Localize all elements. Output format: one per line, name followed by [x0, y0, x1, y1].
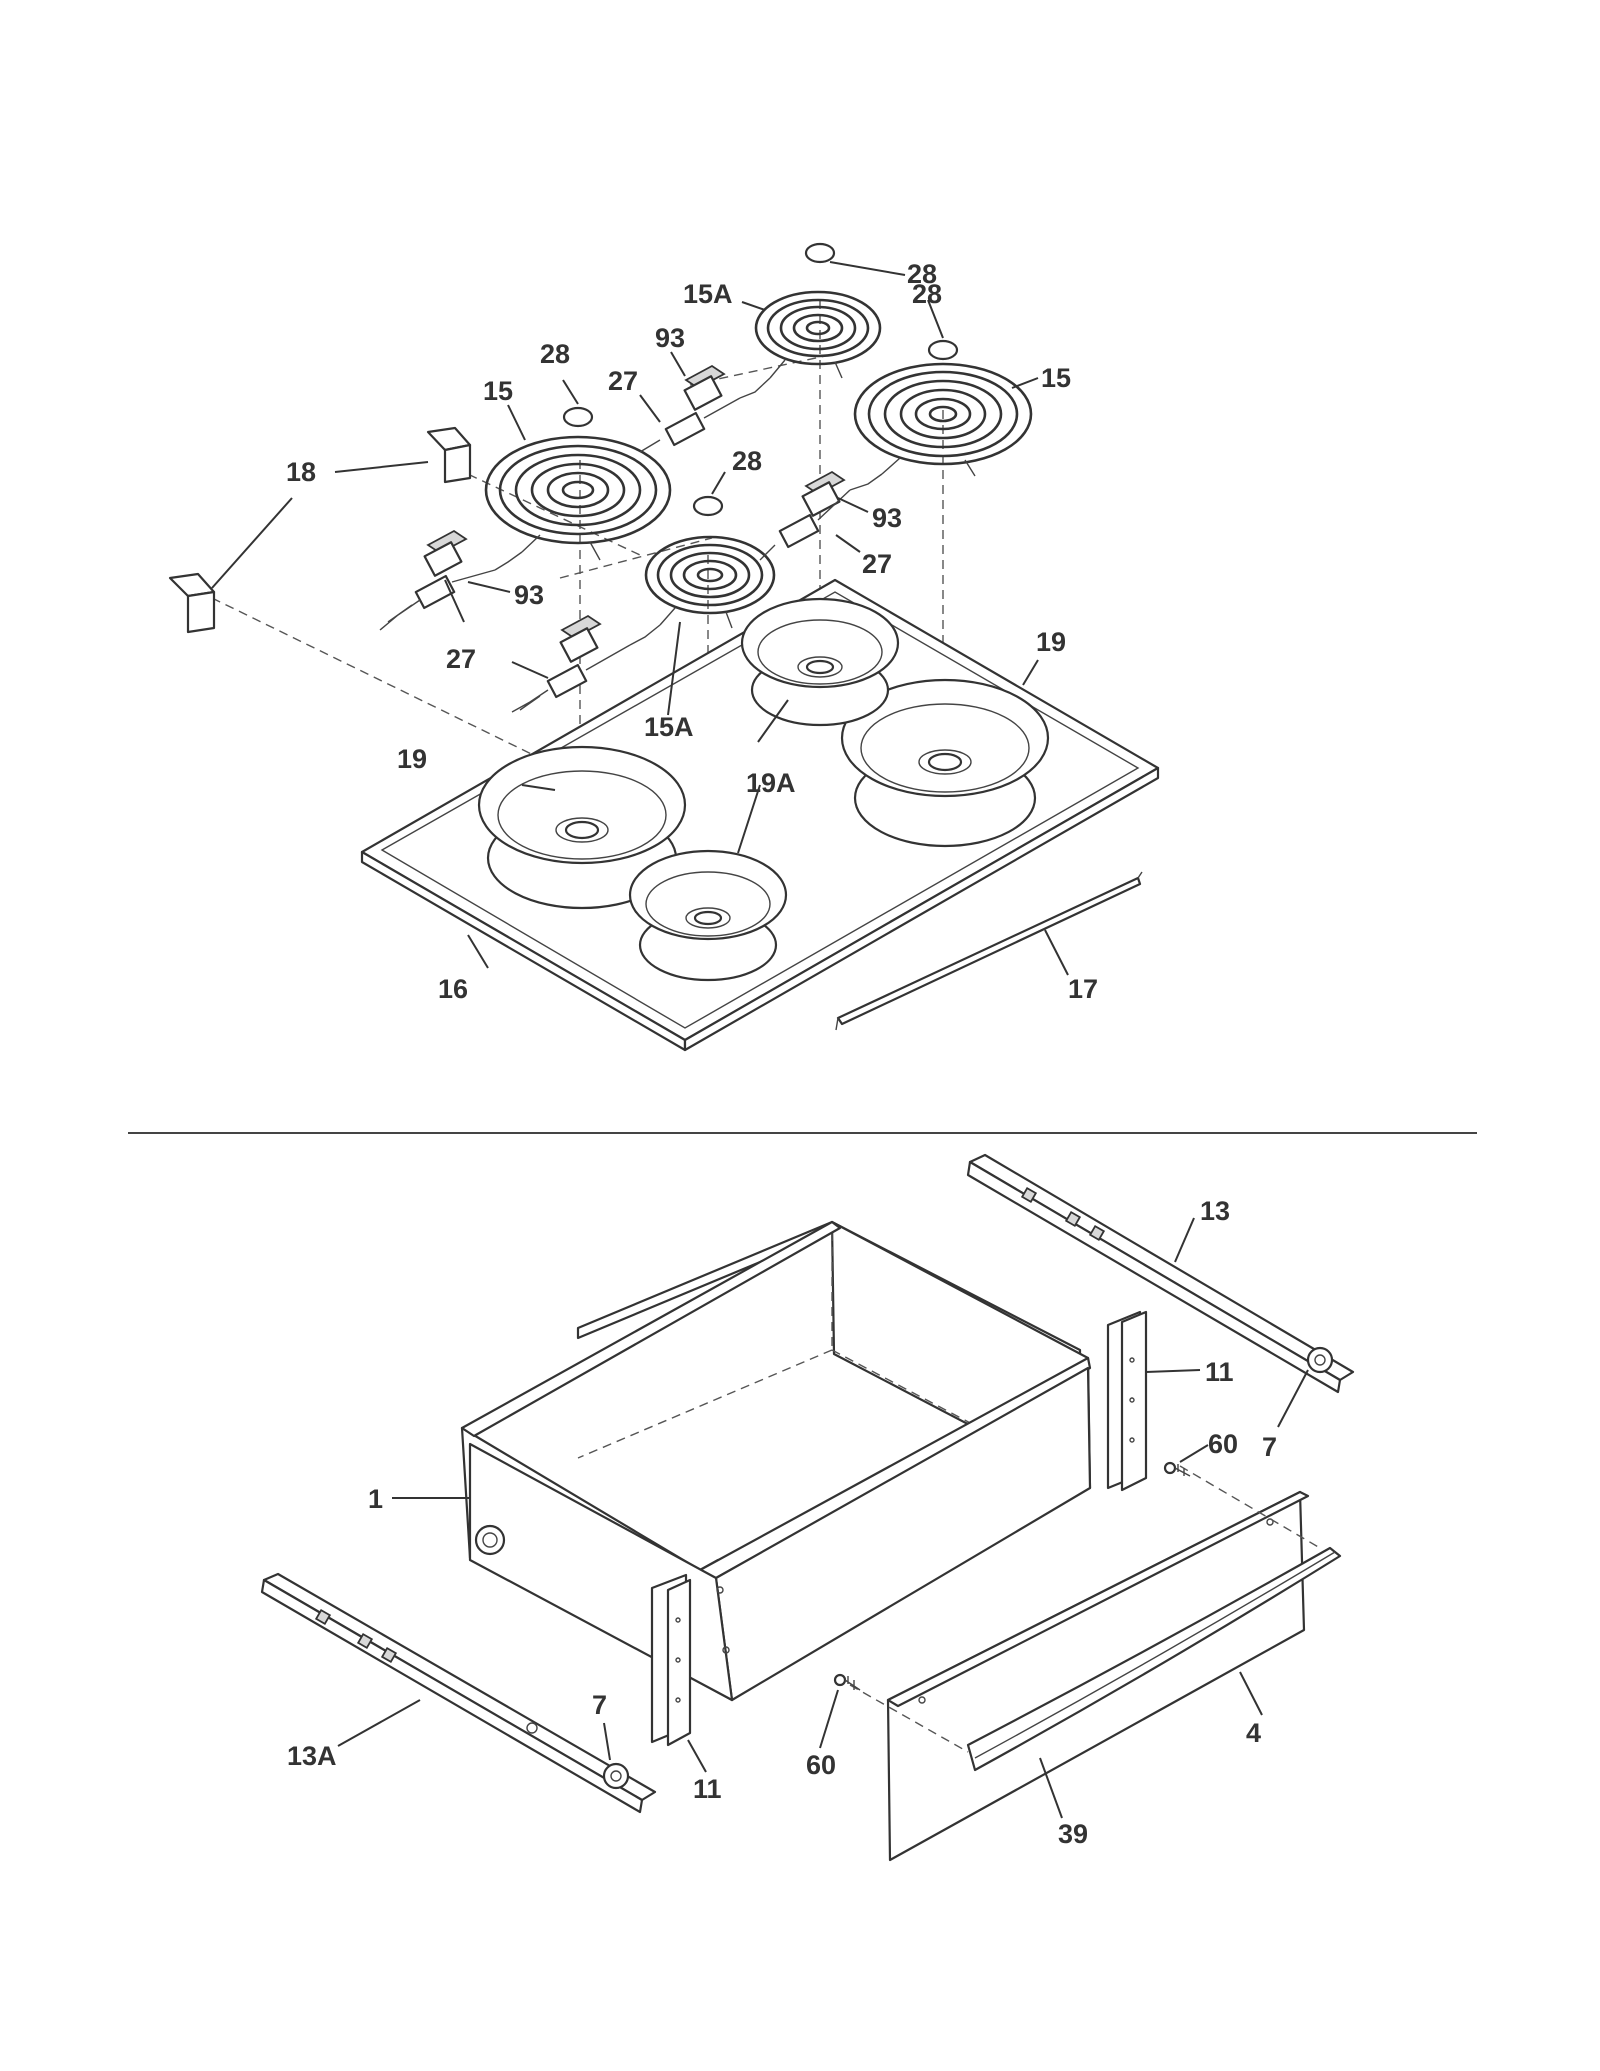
- callout-15-right: 15: [1041, 363, 1071, 393]
- trim-ring-top: [804, 242, 836, 264]
- callout-7-left: 7: [592, 1690, 607, 1720]
- callout-19A-right: 19A: [746, 768, 796, 798]
- callout-18: 18: [286, 457, 316, 487]
- callout-27-right: 27: [862, 549, 892, 579]
- surface-element-rear-small: [754, 290, 882, 379]
- screw-left: [833, 1673, 861, 1691]
- callout-4: 4: [1246, 1718, 1261, 1748]
- screw-right: [1163, 1461, 1191, 1477]
- callout-39: 39: [1058, 1819, 1088, 1849]
- drip-bowl-right-rear: [740, 597, 900, 727]
- trim-ring-left: [562, 406, 594, 428]
- callout-19-right: 19: [1036, 627, 1066, 657]
- callout-15A-top: 15A: [683, 279, 733, 309]
- rail-bracket-right: [1106, 1310, 1148, 1492]
- surface-element-left-large: [484, 435, 672, 561]
- callout-13A: 13A: [287, 1741, 337, 1771]
- callout-93-top: 93: [655, 323, 685, 353]
- callout-93-left: 93: [514, 580, 544, 610]
- receptacle-top: [683, 364, 726, 411]
- callout-13: 13: [1200, 1196, 1230, 1226]
- wire-harness-top: [639, 397, 741, 453]
- rail-bracket-left: [650, 1573, 692, 1747]
- callout-17: 17: [1068, 974, 1098, 1004]
- cooktop-callouts: 15A 28 28 93 28 27 15 15 18 28 93 27 93 …: [286, 259, 1098, 1004]
- drawer-box: [460, 1220, 1092, 1702]
- drawer-callouts: 13 11 60 7 1 7 13A 11 60 4 39: [287, 1196, 1277, 1849]
- cooktop-section: [168, 242, 1160, 1052]
- wire-harness-right: [759, 489, 851, 561]
- receptacle-front: [559, 614, 602, 663]
- drawer-rail-left: [260, 1572, 657, 1814]
- bracket-lower: [168, 572, 216, 634]
- drip-bowl-left-rear: [477, 745, 687, 910]
- callout-28-top: 28: [907, 259, 937, 289]
- trim-ring-right: [927, 339, 959, 361]
- callout-28-left: 28: [540, 339, 570, 369]
- surface-element-front-small: [644, 535, 776, 629]
- callout-27-top: 27: [608, 366, 638, 396]
- bracket-upper: [426, 426, 472, 484]
- wire-harness-front: [511, 644, 631, 713]
- side-trim: [836, 876, 1142, 1026]
- callout-19-left: 19: [397, 744, 427, 774]
- callout-60-right: 60: [1208, 1429, 1238, 1459]
- drip-bowl-left-front: [628, 849, 788, 982]
- callout-11-right: 11: [1205, 1357, 1234, 1387]
- wire-harness-left: [379, 569, 496, 631]
- callout-15A-bottom: 15A: [644, 712, 694, 742]
- callout-1: 1: [368, 1484, 383, 1514]
- drawer-handle: [966, 1546, 1342, 1772]
- callout-7-right: 7: [1262, 1432, 1277, 1462]
- callout-16: 16: [438, 974, 468, 1004]
- callout-27-left: 27: [446, 644, 476, 674]
- drip-bowl-right-front: [840, 678, 1050, 848]
- callout-93-right: 93: [872, 503, 902, 533]
- callout-60-left: 60: [806, 1750, 836, 1780]
- receptacle-left: [423, 529, 468, 577]
- receptacle-right: [801, 470, 846, 517]
- surface-element-right-large: [853, 362, 1033, 477]
- callout-28-mid: 28: [732, 446, 762, 476]
- drawer-rail-right: [966, 1153, 1355, 1394]
- callout-28-right: 28: [912, 279, 942, 309]
- trim-ring-mid: [692, 495, 724, 517]
- callout-11-left: 11: [693, 1774, 722, 1804]
- drawer-section: [260, 1153, 1355, 1862]
- callout-15-left: 15: [483, 376, 513, 406]
